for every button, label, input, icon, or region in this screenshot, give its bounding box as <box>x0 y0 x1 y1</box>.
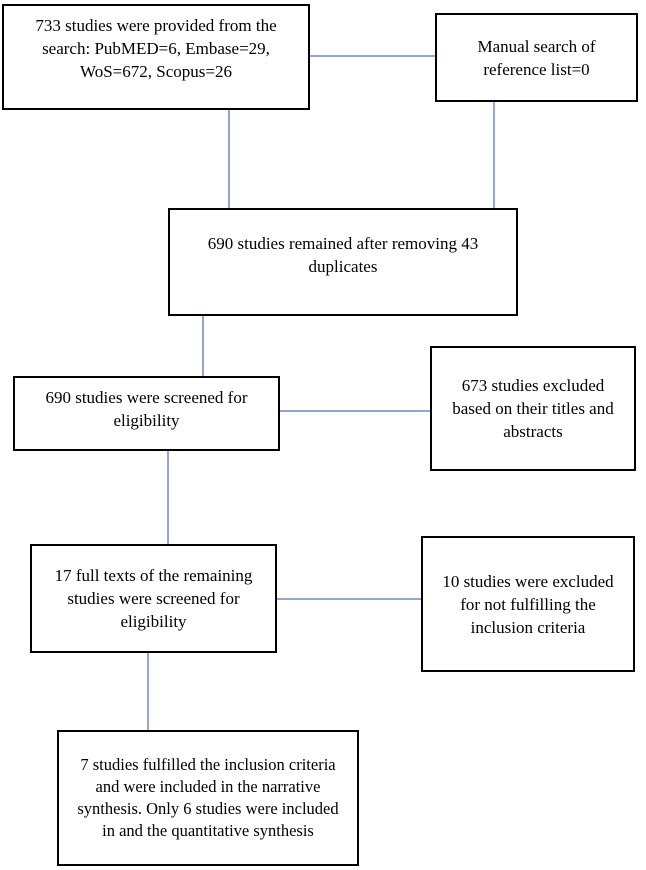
duplicates-removed-box: 690 studies remained after removing 43 d… <box>168 208 518 316</box>
excluded-criteria-box: 10 studies were excluded for not fulfill… <box>421 536 635 672</box>
manual-search-text: Manual search of reference list=0 <box>477 36 596 79</box>
excluded-titles-text: 673 studies excluded based on their titl… <box>452 376 614 441</box>
manual-search-box: Manual search of reference list=0 <box>435 13 638 102</box>
excluded-titles-box: 673 studies excluded based on their titl… <box>430 346 636 471</box>
duplicates-removed-text: 690 studies remained after removing 43 d… <box>207 234 479 276</box>
excluded-criteria-text: 10 studies were excluded for not fulfill… <box>442 571 614 637</box>
screening-text: 690 studies were screened for eligibilit… <box>45 387 248 430</box>
identification-search-text: 733 studies were provided from the searc… <box>35 15 277 81</box>
fulltext-screening-text: 17 full texts of the remaining studies w… <box>54 566 253 631</box>
included-studies-box: 7 studies fulfilled the inclusion criter… <box>57 730 359 866</box>
screening-box: 690 studies were screened for eligibilit… <box>13 376 280 451</box>
fulltext-screening-box: 17 full texts of the remaining studies w… <box>30 544 277 653</box>
included-studies-text: 7 studies fulfilled the inclusion criter… <box>77 755 339 840</box>
identification-search-box: 733 studies were provided from the searc… <box>2 4 310 110</box>
